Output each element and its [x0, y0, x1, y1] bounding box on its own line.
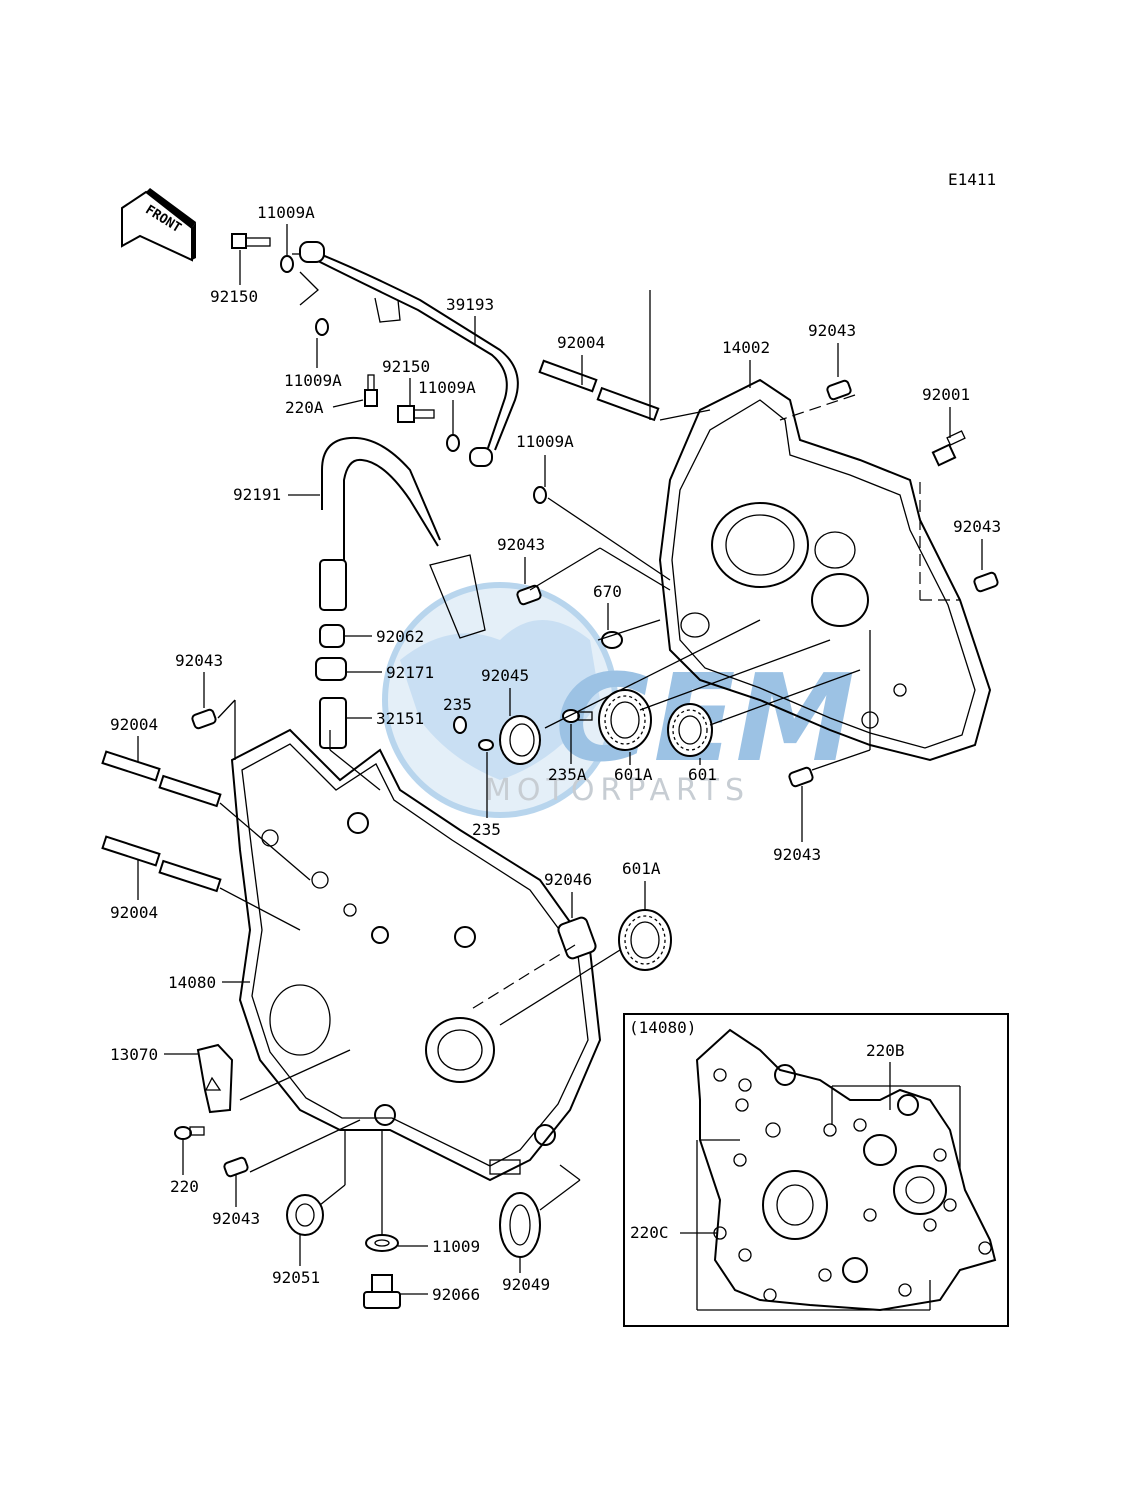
callout-92062: 92062	[376, 627, 424, 646]
callout-92001: 92001	[922, 385, 970, 404]
dowel-92043-r	[973, 571, 999, 593]
callout-601A-mid: 601A	[614, 765, 653, 784]
callout-92049: 92049	[502, 1275, 550, 1294]
callout-92043-r: 92043	[953, 517, 1001, 536]
callout-220: 220	[170, 1177, 199, 1196]
callout-11009A-3: 11009A	[418, 378, 476, 397]
seal-92049	[499, 1192, 541, 1258]
callout-220A: 220A	[285, 398, 324, 417]
callout-14080: 14080	[168, 973, 216, 992]
callout-13070: 13070	[110, 1045, 158, 1064]
crankcase-left-14080	[230, 728, 602, 1182]
dowel-92043-br	[788, 766, 814, 788]
bearing-92046	[557, 916, 597, 960]
screw-235-a	[453, 716, 467, 734]
washer-11009A-4	[533, 486, 547, 504]
oil-seal-92045	[499, 715, 541, 765]
callout-11009A-2: 11009A	[284, 371, 342, 390]
callout-92051: 92051	[272, 1268, 320, 1287]
callout-92043-br: 92043	[773, 845, 821, 864]
callout-235-b: 235	[472, 820, 501, 839]
washer-11009A-2	[315, 318, 329, 336]
plate-13070	[196, 1043, 234, 1114]
callout-92004-right: 92004	[557, 333, 605, 352]
bolt-92001	[931, 430, 966, 467]
callout-92150-top: 92150	[210, 287, 258, 306]
inset-label-220C: 220C	[630, 1223, 669, 1242]
callout-92066: 92066	[432, 1285, 480, 1304]
callout-92043-tr: 92043	[808, 321, 856, 340]
inset-crankcase	[695, 1028, 997, 1312]
bolt-220A	[364, 374, 378, 407]
bolt-92150-mid	[397, 405, 435, 423]
callout-92004-l2: 92004	[110, 903, 158, 922]
callout-235-a: 235	[443, 695, 472, 714]
callouts: 11009A 92150 39193 11009A 92150 220A 110…	[110, 203, 1001, 1304]
stud-92004-left-1	[101, 750, 222, 808]
stud-92004-left-2	[101, 835, 222, 893]
seal-92051	[286, 1194, 324, 1236]
front-arrow-icon: FRONT	[121, 188, 196, 262]
breather-hose-92191	[315, 436, 486, 749]
washer-11009	[365, 1234, 399, 1252]
callout-92043-bl: 92043	[212, 1209, 260, 1228]
callout-92046: 92046	[544, 870, 592, 889]
plug-92066	[363, 1274, 401, 1309]
callout-39193: 39193	[446, 295, 494, 314]
callout-92043-l: 92043	[175, 651, 223, 670]
inset-callout-lines	[696, 1085, 961, 1311]
dowel-92043-tr	[826, 379, 852, 401]
callout-92004-l1: 92004	[110, 715, 158, 734]
washer-11009A-1	[280, 255, 294, 273]
callout-92150-mid: 92150	[382, 357, 430, 376]
dowel-92043-l	[191, 708, 217, 730]
callout-11009A-4: 11009A	[516, 432, 574, 451]
callout-601: 601	[688, 765, 717, 784]
callout-670: 670	[593, 582, 622, 601]
inset-panel: (14080) 220B 220C	[623, 1013, 1009, 1327]
bearing-601A-mid	[598, 689, 652, 751]
callout-92171: 92171	[386, 663, 434, 682]
stud-92004-right	[538, 359, 660, 422]
inset-title: (14080)	[629, 1018, 696, 1037]
callout-601A-bottom: 601A	[622, 859, 661, 878]
callout-11009: 11009	[432, 1237, 480, 1256]
callout-11009A-top: 11009A	[257, 203, 315, 222]
bolt-220	[174, 1126, 205, 1140]
inset-label-220B: 220B	[866, 1041, 905, 1060]
callout-235A: 235A	[548, 765, 587, 784]
screw-235-b	[478, 739, 494, 751]
bearing-601	[667, 703, 713, 757]
diagram-code: E1411	[948, 170, 996, 189]
callout-92191: 92191	[233, 485, 281, 504]
bearing-601A-bottom	[618, 909, 672, 971]
bolt-92150-top	[231, 233, 271, 249]
callout-14002: 14002	[722, 338, 770, 357]
leader-lines	[217, 253, 960, 1235]
crankcase-right-14002	[658, 378, 992, 762]
callout-92045: 92045	[481, 666, 529, 685]
callout-32151: 32151	[376, 709, 424, 728]
o-ring-670	[601, 631, 623, 649]
dowel-92043-bl	[223, 1156, 249, 1178]
dowel-92043-m	[516, 584, 542, 606]
oil-pipe-39193	[299, 241, 519, 467]
callout-92043-m: 92043	[497, 535, 545, 554]
washer-11009A-3	[446, 434, 460, 452]
watermark-sub: MOTORPARTS	[485, 773, 750, 808]
